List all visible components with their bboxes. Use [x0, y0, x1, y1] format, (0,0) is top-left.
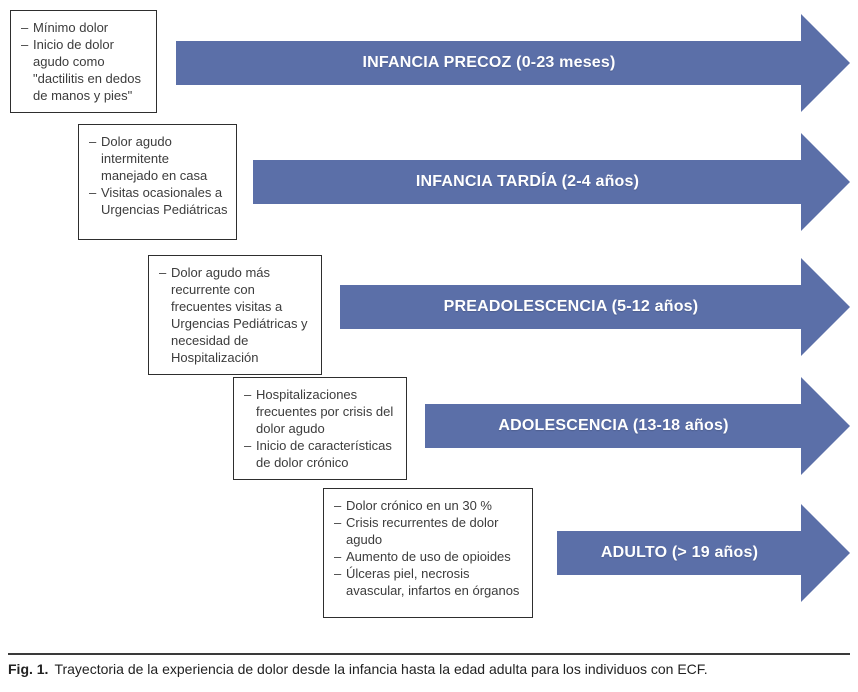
note-bullet-text: Hospitalizaciones frecuentes por crisis … [256, 387, 394, 436]
stage-arrow-label: INFANCIA TARDÍA (2-4 años) [415, 173, 640, 190]
note-bullet: –Hospitalizaciones frecuentes por crisis… [244, 386, 399, 437]
note-bullet-list: –Dolor agudo más recurrente con frecuent… [159, 264, 314, 366]
bullet-dash: – [244, 387, 252, 402]
arrowhead-right-icon [801, 133, 850, 231]
stage-note-box-adolescencia: –Hospitalizaciones frecuentes por crisis… [233, 377, 407, 480]
bullet-dash: – [89, 185, 97, 200]
note-bullet: –Aumento de uso de opioides [334, 548, 525, 565]
arrowhead-right-icon [801, 504, 850, 602]
bullet-dash: – [159, 265, 167, 280]
stage-arrow-adolescencia: ADOLESCENCIA (13-18 años) [425, 377, 850, 475]
stage-note-box-infancia-precoz: –Mínimo dolor –Inicio de dolor agudo com… [10, 10, 157, 113]
bullet-dash: – [89, 134, 97, 149]
note-bullet: –Dolor agudo intermitente manejado en ca… [89, 133, 229, 184]
note-bullet-text: Inicio de dolor agudo como "dactilitis e… [33, 37, 141, 103]
note-bullet-list: –Dolor crónico en un 30 % –Crisis recurr… [334, 497, 525, 599]
stage-arrow-preadolescencia: PREADOLESCENCIA (5-12 años) [340, 258, 850, 356]
arrow-shaft: ADULTO (> 19 años) [557, 531, 802, 575]
stage-arrow-infancia-tardia: INFANCIA TARDÍA (2-4 años) [253, 133, 850, 231]
stage-arrow-label: INFANCIA PRECOZ (0-23 meses) [362, 54, 616, 71]
note-bullet-text: Mínimo dolor [33, 20, 109, 35]
arrow-shaft: PREADOLESCENCIA (5-12 años) [340, 285, 802, 329]
note-bullet: –Dolor agudo más recurrente con frecuent… [159, 264, 314, 366]
note-bullet-text: Dolor crónico en un 30 % [346, 498, 492, 513]
stage-arrow-adulto: ADULTO (> 19 años) [557, 504, 850, 602]
stage-arrow-label: PREADOLESCENCIA (5-12 años) [443, 298, 699, 315]
figure-number: Fig. 1. [8, 661, 49, 677]
arrowhead-right-icon [801, 14, 850, 112]
note-bullet-text: Crisis recurrentes de dolor agudo [346, 515, 499, 547]
bullet-dash: – [334, 549, 342, 564]
bullet-dash: – [334, 498, 342, 513]
note-bullet-text: Dolor agudo intermitente manejado en cas… [101, 134, 208, 183]
note-bullet: –Úlceras piel, necrosis avascular, infar… [334, 565, 525, 599]
arrow-shaft: INFANCIA PRECOZ (0-23 meses) [176, 41, 802, 85]
arrow-shaft: ADOLESCENCIA (13-18 años) [425, 404, 802, 448]
arrowhead-right-icon [801, 377, 850, 475]
figure-caption: Fig. 1. Trayectoria de la experiencia de … [8, 661, 850, 677]
note-bullet: –Inicio de características de dolor crón… [244, 437, 399, 471]
arrowhead-right-icon [801, 258, 850, 356]
note-bullet: –Inicio de dolor agudo como "dactilitis … [21, 36, 149, 104]
stage-note-box-adulto: –Dolor crónico en un 30 % –Crisis recurr… [323, 488, 533, 618]
arrow-shaft: INFANCIA TARDÍA (2-4 años) [253, 160, 802, 204]
note-bullet-list: –Hospitalizaciones frecuentes por crisis… [244, 386, 399, 471]
bullet-dash: – [244, 438, 252, 453]
note-bullet-list: –Dolor agudo intermitente manejado en ca… [89, 133, 229, 218]
note-bullet-text: Dolor agudo más recurrente con frecuente… [171, 265, 308, 365]
stage-arrow-label: ADULTO (> 19 años) [600, 544, 759, 561]
note-bullet: –Visitas ocasionales a Urgencias Pediátr… [89, 184, 229, 218]
note-bullet-text: Inicio de características de dolor cróni… [256, 438, 392, 470]
stage-arrow-infancia-precoz: INFANCIA PRECOZ (0-23 meses) [176, 14, 850, 112]
note-bullet-list: –Mínimo dolor –Inicio de dolor agudo com… [21, 19, 149, 104]
bullet-dash: – [334, 515, 342, 530]
note-bullet-text: Visitas ocasionales a Urgencias Pediátri… [101, 185, 228, 217]
bullet-dash: – [21, 20, 29, 35]
stage-note-box-preadolescencia: –Dolor agudo más recurrente con frecuent… [148, 255, 322, 375]
bullet-dash: – [21, 37, 29, 52]
note-bullet-text: Úlceras piel, necrosis avascular, infart… [346, 566, 520, 598]
stage-arrow-label: ADOLESCENCIA (13-18 años) [498, 417, 729, 434]
note-bullet: –Mínimo dolor [21, 19, 149, 36]
figure-caption-text: Trayectoria de la experiencia de dolor d… [54, 661, 708, 677]
bullet-dash: – [334, 566, 342, 581]
note-bullet: –Crisis recurrentes de dolor agudo [334, 514, 525, 548]
stage-note-box-infancia-tardia: –Dolor agudo intermitente manejado en ca… [78, 124, 237, 240]
note-bullet: –Dolor crónico en un 30 % [334, 497, 525, 514]
caption-divider [8, 653, 850, 655]
note-bullet-text: Aumento de uso de opioides [346, 549, 511, 564]
